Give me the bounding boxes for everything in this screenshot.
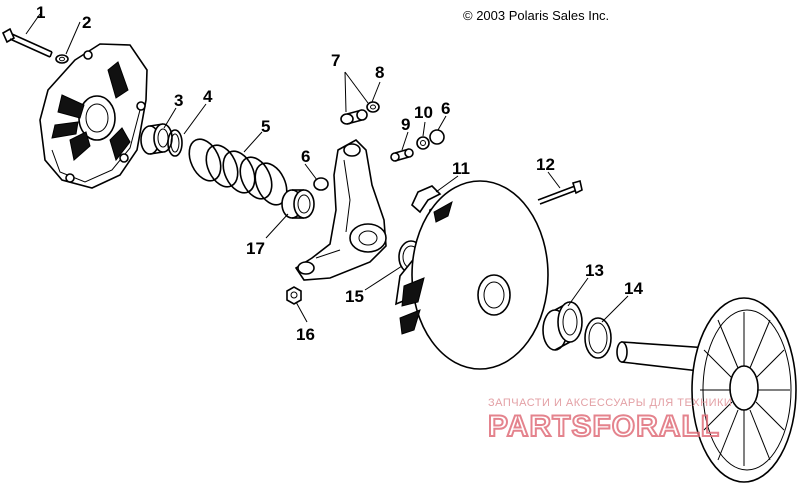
callout-15: 15 (345, 287, 364, 306)
callout-17: 17 (246, 239, 265, 258)
leader-lines (25, 13, 629, 323)
part-moveable-sheave (395, 180, 549, 370)
callout-8: 8 (375, 63, 384, 82)
callout-11: 11 (452, 159, 470, 178)
part-fixed-sheave (616, 297, 797, 483)
callout-7: 7 (331, 51, 340, 70)
part-bushing-13 (542, 301, 583, 351)
part-spider-assembly (294, 139, 387, 281)
callout-10: 10 (414, 103, 433, 122)
part-roller-6-right (429, 129, 445, 145)
part-nut-16 (286, 286, 302, 305)
callout-3: 3 (174, 91, 183, 110)
part-cover-plate (39, 43, 148, 189)
part-ring-14 (584, 317, 612, 359)
part-ring-4 (167, 129, 183, 157)
callout-6-right: 6 (441, 99, 450, 118)
part-bolt-12 (537, 179, 583, 205)
copyright-text: © 2003 Polaris Sales Inc. (463, 8, 609, 23)
part-washer-8 (366, 101, 380, 113)
part-washer-2 (55, 54, 69, 64)
callout-12: 12 (536, 155, 555, 174)
part-bolt-1 (1, 27, 53, 58)
part-bushing-17 (281, 189, 315, 219)
callout-labels: 1 2 3 4 5 6 7 8 9 10 6 11 12 13 14 15 16… (36, 3, 643, 344)
callout-9: 9 (401, 115, 410, 134)
part-spring-5 (188, 138, 288, 206)
part-roller-6-left (313, 177, 329, 191)
callout-4: 4 (203, 87, 213, 106)
part-bushing-3 (140, 123, 173, 155)
watermark: ЗАПЧАСТИ И АКСЕССУАРЫ ДЛЯ ТЕХНИКИ PARTSF… (487, 397, 732, 444)
callout-2: 2 (82, 13, 91, 32)
part-washer-10 (416, 136, 430, 150)
callout-14: 14 (624, 279, 643, 298)
part-weight-11 (411, 185, 442, 214)
callout-1: 1 (36, 3, 45, 22)
watermark-tagline: ЗАПЧАСТИ И АКСЕССУАРЫ ДЛЯ ТЕХНИКИ (488, 397, 732, 409)
part-pin-9 (390, 148, 414, 162)
callout-6-left: 6 (301, 147, 310, 166)
callout-16: 16 (296, 325, 315, 344)
watermark-logo: PARTSFORALL (488, 410, 720, 443)
part-pin-7 (340, 109, 368, 125)
callout-5: 5 (261, 117, 270, 136)
callout-13: 13 (585, 261, 604, 280)
